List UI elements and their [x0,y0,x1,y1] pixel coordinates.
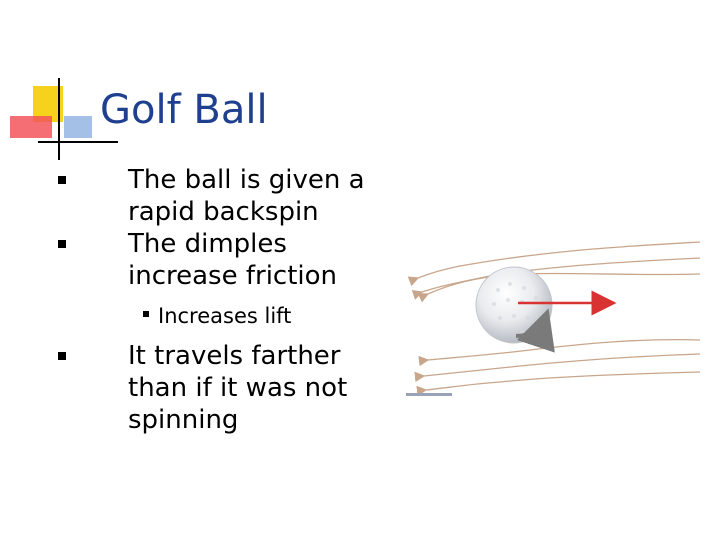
square-bullet-icon [58,352,66,360]
square-bullet-icon [58,176,66,184]
bullet-item-distance: It travels farther than if it was not sp… [48,340,398,436]
golf-ball-airflow-diagram-icon [406,241,701,397]
sub-bullet-item-lift: Increases lift [48,300,398,332]
logo-red-square [10,116,52,138]
spin-arrow [515,308,555,353]
golf-ball [475,266,553,344]
bullet-item-dimples: The dimples increase friction [48,228,398,292]
bullet-list: The ball is given a rapid backspin The d… [48,164,398,436]
corner-squares-logo-icon [10,78,118,160]
diagram-caption-mark [406,393,452,396]
square-bullet-icon [143,311,149,317]
bullet-text: Increases lift [158,304,292,328]
airflow-lines [407,241,701,397]
bullet-text: The ball is given a rapid backspin [128,165,365,227]
logo-blue-square [64,116,92,138]
slide-title: Golf Ball [100,87,268,133]
square-bullet-icon [58,240,66,248]
bullet-item-backspin: The ball is given a rapid backspin [48,164,398,228]
bullet-text: It travels farther than if it was not sp… [128,341,348,435]
bullet-text: The dimples increase friction [128,229,338,291]
